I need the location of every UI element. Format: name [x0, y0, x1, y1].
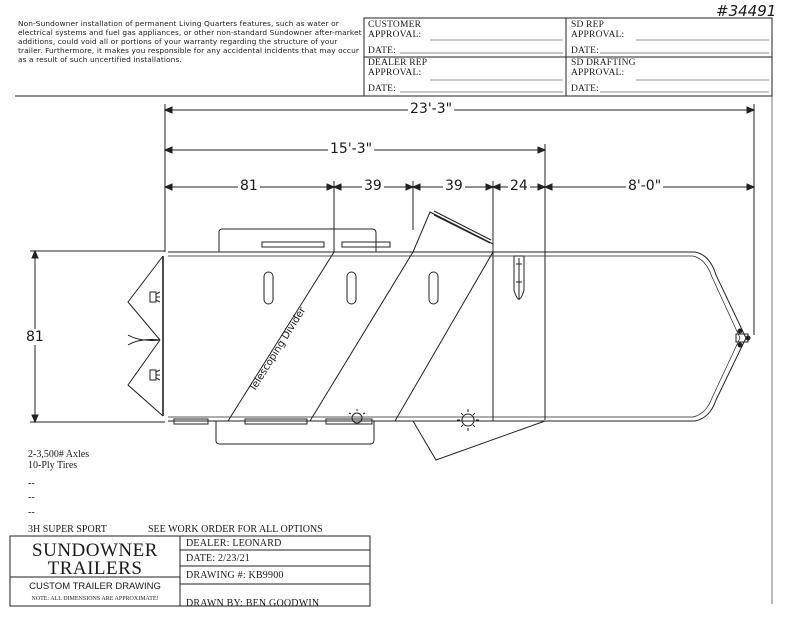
dim-81-label: 81	[238, 178, 260, 194]
rear-light-icons	[149, 291, 161, 381]
sd-drafting-date-label: DATE:	[571, 84, 599, 94]
saddle-rack	[513, 255, 525, 300]
blank-note-1: --	[28, 478, 35, 489]
telescoping-divider-line	[227, 251, 335, 422]
dim-39-a-label: 39	[362, 178, 384, 194]
drawing-number-field: DRAWING #: KB9900	[186, 570, 284, 581]
stall-divider-3	[394, 251, 494, 422]
sd-drafting-label: SD DRAFTING	[571, 58, 636, 68]
drawing-type: CUSTOM TRAILER DRAWING	[29, 581, 161, 592]
dealer-rep-approval-label: APPROVAL:	[368, 68, 422, 78]
blank-note-3: --	[28, 507, 35, 518]
work-order-note: SEE WORK ORDER FOR ALL OPTIONS	[148, 524, 323, 535]
overall-length-label: 23'-3"	[408, 101, 455, 117]
customer-date-label: DATE:	[368, 46, 396, 56]
fender-bottom	[215, 421, 375, 445]
sd-drafting-approval-label: APPROVAL:	[571, 68, 625, 78]
fender-top	[218, 228, 377, 252]
tires-note: 10-Ply Tires	[28, 460, 78, 471]
warranty-disclaimer: Non-Sundowner installation of permanent …	[18, 19, 362, 64]
model-name: 3H SUPER SPORT	[28, 524, 107, 535]
dealer-field: DEALER: LEONARD	[186, 538, 282, 549]
dim-39-b-label: 39	[443, 178, 465, 194]
dim-8ft-label: 8'-0"	[626, 178, 664, 194]
axles-note: 2-3,500# Axles	[28, 449, 90, 460]
date-field: DATE: 2/23/21	[186, 553, 250, 564]
window-slot-3	[428, 271, 439, 305]
stall-divider-2	[309, 251, 414, 422]
sd-rep-approval-label: APPROVAL:	[571, 30, 625, 40]
escape-door-bottom	[412, 420, 546, 461]
title-block-frame	[9, 535, 371, 607]
rear-door-lower	[127, 339, 164, 417]
sd-rep-date-label: DATE:	[571, 46, 599, 56]
dealer-rep-date-label: DATE:	[368, 84, 396, 94]
handwritten-number: #34491	[716, 2, 777, 20]
company-name-line1: SUNDOWNER	[32, 540, 158, 561]
window-slot-1	[263, 271, 274, 305]
rear-door-upper	[127, 255, 164, 341]
dome-light-icons	[348, 409, 479, 431]
dealer-rep-label: DEALER REP	[368, 58, 428, 68]
customer-label: CUSTOMER	[368, 20, 422, 30]
sd-rep-label: SD REP	[571, 20, 605, 30]
dim-24-label: 24	[508, 178, 530, 194]
horse-area-length-label: 15'-3"	[328, 141, 375, 157]
dimension-note: NOTE: ALL DIMENSIONS ARE APPROXIMATE!	[31, 596, 159, 602]
customer-approval-label: APPROVAL:	[368, 30, 422, 40]
company-name-line2: TRAILERS	[47, 558, 143, 579]
escape-door-top	[412, 211, 494, 253]
coupler-icon	[735, 328, 751, 348]
window-slot-2	[346, 271, 357, 305]
width-81-label: 81	[24, 329, 46, 345]
blank-note-2: --	[28, 492, 35, 503]
drawn-by-field: DRAWN BY: BEN GOODWIN	[186, 598, 320, 606]
